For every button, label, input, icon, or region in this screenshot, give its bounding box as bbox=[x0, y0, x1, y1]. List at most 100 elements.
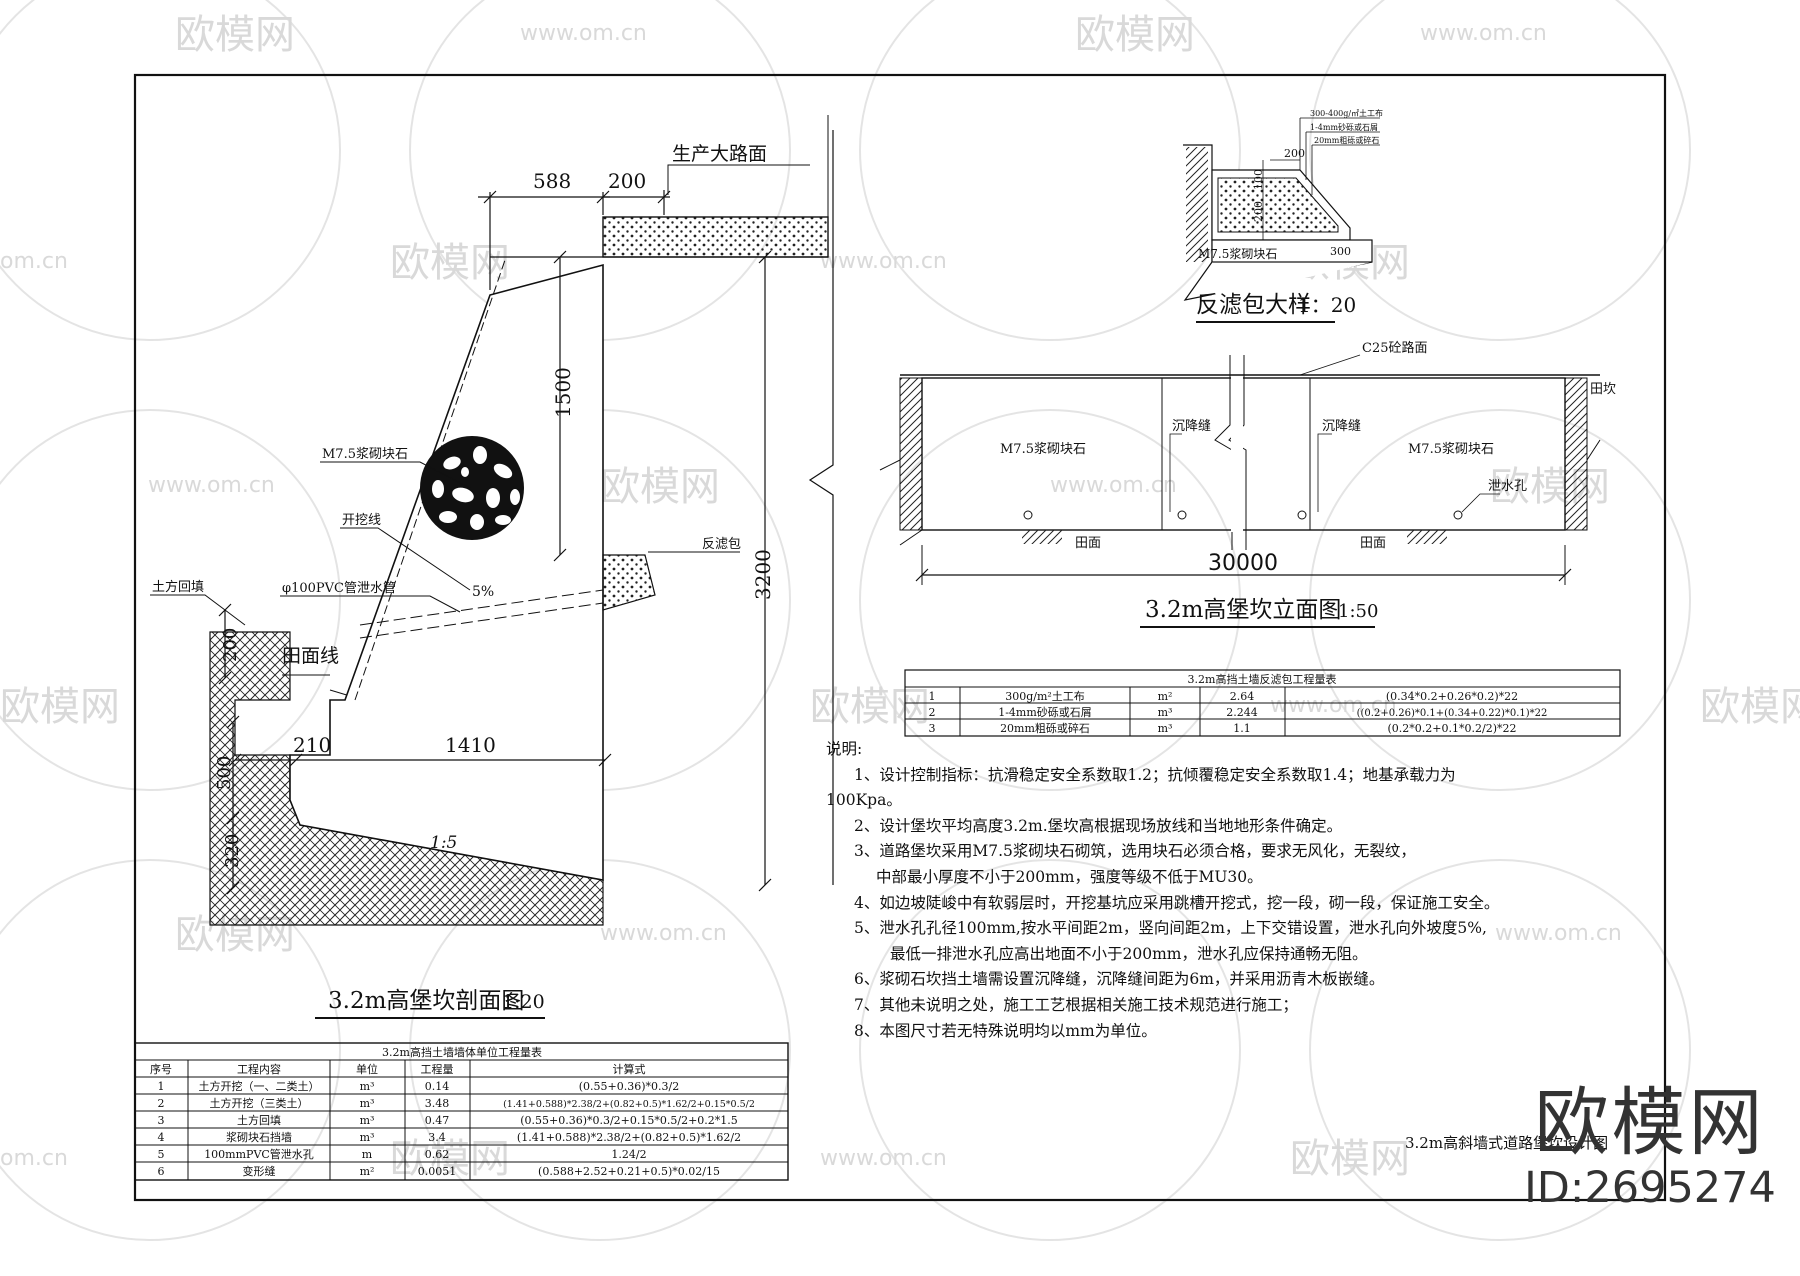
filter-table-cell: 2.64 bbox=[1230, 690, 1255, 703]
dim-3200: 3200 bbox=[751, 549, 775, 600]
label-masonry: M7.5浆砌块石 bbox=[322, 447, 408, 462]
watermark-url: www.om.cn bbox=[820, 249, 947, 274]
quantity-table-cell: m² bbox=[360, 1165, 375, 1178]
design-notes: 说明: 1、设计控制指标：抗滑稳定安全系数取1.2；抗倾覆稳定安全系数取1.4；… bbox=[826, 737, 1500, 1044]
quantity-table-cell: 0.14 bbox=[425, 1080, 450, 1093]
dim-210: 210 bbox=[293, 733, 331, 757]
elev-scale: 1:50 bbox=[1338, 601, 1378, 622]
filter-table-cell: 1-4mm砂砾或石屑 bbox=[998, 706, 1092, 719]
quantity-table-cell: 4 bbox=[158, 1131, 165, 1144]
watermark-brand: 欧模网 bbox=[1075, 12, 1195, 58]
label-slope-ratio: 1:5 bbox=[430, 833, 457, 853]
quantity-table-cell: 3.48 bbox=[425, 1097, 450, 1110]
watermark-brand: 欧模网 bbox=[0, 684, 120, 730]
quantity-table-cell: 100mmPVC管泄水孔 bbox=[204, 1147, 314, 1161]
quantity-table-cell: m³ bbox=[360, 1114, 375, 1127]
filter-table-cell: ((0.2+0.26)*0.1+(0.34+0.22)*0.1)*22 bbox=[1357, 708, 1548, 719]
quantity-table-header: 单位 bbox=[356, 1062, 378, 1076]
quantity-table-cell: 0.47 bbox=[425, 1114, 450, 1127]
watermark-url: www.om.cn bbox=[820, 1146, 947, 1171]
elev-title: 3.2m高堡坎立面图 bbox=[1145, 597, 1341, 623]
watermark-brand: 欧模网 bbox=[390, 240, 510, 286]
filter-table-rows: 1 300g/m²土工布 m² 2.64 (0.34*0.2+0.26*0.2)… bbox=[929, 690, 1548, 735]
dim-320: 320 bbox=[222, 834, 243, 868]
logo-id: ID:2695274 bbox=[1524, 1163, 1776, 1213]
drawing-title: 3.2m高斜墙式道路堡坎设计图 bbox=[1405, 1134, 1608, 1152]
logo-name: 欧模网 bbox=[1534, 1080, 1766, 1166]
dim-588: 588 bbox=[533, 169, 571, 193]
watermark-brand: 欧模网 bbox=[810, 684, 930, 730]
label-road: 生产大路面 bbox=[672, 143, 767, 165]
label-filter: 反滤包 bbox=[702, 537, 741, 552]
filter-dim-top: 200 bbox=[1284, 147, 1305, 160]
elev-joint-left: 沉降缝 bbox=[1172, 419, 1211, 434]
watermark-brand: 欧模网 bbox=[600, 464, 720, 510]
elev-masonry-left: M7.5浆砌块石 bbox=[1000, 442, 1086, 457]
quantity-table-cell: 5 bbox=[158, 1148, 165, 1161]
note-line: 最低一排泄水孔应高出地面不小于200mm，泄水孔应保持通畅无阻。 bbox=[890, 944, 1368, 963]
watermark-brand: 欧模网 bbox=[1290, 1136, 1410, 1182]
watermark-url: www.om.cn bbox=[1495, 921, 1622, 946]
watermark-brand: 欧模网 bbox=[1700, 684, 1800, 730]
elev-drain: 泄水孔 bbox=[1488, 479, 1527, 494]
label-field-line: 田面线 bbox=[282, 645, 339, 667]
filter-table-cell: 2.244 bbox=[1226, 706, 1258, 719]
quantity-table-header: 工程量 bbox=[421, 1063, 454, 1076]
section-view: 588 200 1500 3200 200 210 1410 500 320 生… bbox=[150, 115, 834, 1019]
filter-table-title: 3.2m高挡土墙反滤包工程量表 bbox=[1188, 672, 1337, 686]
retaining-wall bbox=[289, 263, 604, 881]
watermark-layer: 欧模网 欧模网 欧模网 欧模网 欧模网 欧模网 欧模网 欧模网 欧模网 欧模网 … bbox=[0, 0, 1800, 1241]
quantity-table-cell: (0.588+2.52+0.21+0.5)*0.02/15 bbox=[538, 1165, 720, 1178]
filter-bag bbox=[602, 554, 656, 611]
note-line: 3、道路堡坎采用M7.5浆砌块石砌筑，选用块石必须合格，要求无风化，无裂纹， bbox=[854, 842, 1416, 861]
note-line: 1、设计控制指标：抗滑稳定安全系数取1.2；抗倾覆稳定安全系数取1.4；地基承载… bbox=[854, 765, 1456, 784]
filter-table-cell: 1 bbox=[929, 690, 936, 703]
elev-road: C25砼路面 bbox=[1362, 340, 1428, 356]
quantity-table-cell: m³ bbox=[360, 1097, 375, 1110]
road-slab bbox=[602, 216, 829, 258]
elev-field-edge: 田坎 bbox=[1590, 382, 1616, 397]
quantity-table-cell: m³ bbox=[360, 1131, 375, 1144]
quantity-table-cell: (1.41+0.588)*2.38/2+(0.82+0.5)*1.62/2+0.… bbox=[503, 1099, 755, 1110]
quantity-table-rows: 1 土方开挖（一、二类土） m³ 0.14 (0.55+0.36)*0.3/2 … bbox=[158, 1079, 755, 1178]
dim-200-top: 200 bbox=[608, 169, 646, 193]
filter-dim-200: 200 bbox=[1252, 201, 1265, 222]
elev-masonry-right: M7.5浆砌块石 bbox=[1408, 442, 1494, 457]
watermark-url: www.om.cn bbox=[148, 473, 275, 498]
filter-title: 反滤包大样 bbox=[1196, 292, 1311, 318]
leader-lines bbox=[150, 164, 810, 676]
brand-logo: 欧模网 ID:2695274 bbox=[1500, 1082, 1800, 1212]
label-pipe: φ100PVC管泄水管 bbox=[282, 581, 396, 596]
quantity-table-cell: 土方回填 bbox=[237, 1113, 281, 1127]
filter-table-cell: 2 bbox=[929, 706, 936, 719]
quantity-table-cell: 3 bbox=[158, 1114, 165, 1127]
filter-table-cell: (0.34*0.2+0.26*0.2)*22 bbox=[1386, 690, 1518, 703]
quantity-table-cell: 1 bbox=[158, 1080, 165, 1093]
elev-ground-right: 田面 bbox=[1360, 536, 1386, 551]
filter-detail: 300-400g/㎡土工布 1-4mm砂砾或石屑 20mm粗砾或碎石 200 1… bbox=[1183, 108, 1383, 323]
elev-ground-left: 田面 bbox=[1075, 536, 1101, 551]
dim-200-left: 200 bbox=[220, 628, 241, 662]
filter-table: 3.2m高挡土墙反滤包工程量表 1 300g/m²土工布 m² 2.64 (0.… bbox=[904, 669, 1621, 737]
watermark-url: om.cn bbox=[0, 249, 68, 274]
watermark-url: om.cn bbox=[0, 1146, 68, 1171]
quantity-table-header: 计算式 bbox=[613, 1062, 646, 1076]
watermark-url: www.om.cn bbox=[1270, 693, 1397, 718]
quantity-table-header: 序号 bbox=[150, 1062, 172, 1076]
watermark-brand: 欧模网 bbox=[390, 1136, 510, 1182]
watermark-url: www.om.cn bbox=[1420, 21, 1547, 46]
dim-1500: 1500 bbox=[551, 367, 575, 418]
section-scale: 1:20 bbox=[502, 991, 545, 1013]
quantity-table-title: 3.2m高挡土墙墙体单位工程量表 bbox=[382, 1045, 542, 1059]
quantity-table-cell: 土方开挖（一、二类土） bbox=[199, 1079, 320, 1093]
filter-layer-3: 20mm粗砾或碎石 bbox=[1314, 135, 1379, 145]
filter-table-cell: m³ bbox=[1158, 722, 1173, 735]
filter-table-cell: 3 bbox=[929, 722, 936, 735]
note-line: 8、本图尺寸若无特殊说明均以mm为单位。 bbox=[854, 1021, 1157, 1040]
dim-500: 500 bbox=[214, 756, 235, 790]
watermark-url: www.om.cn bbox=[520, 21, 647, 46]
note-line: 4、如边坡陡峻中有软弱层时，开挖基坑应采用跳槽开挖式，挖一段，砌一段，保证施工安… bbox=[854, 893, 1500, 912]
filter-table-cell: 300g/m²土工布 bbox=[1005, 690, 1085, 703]
filter-table-cell: m² bbox=[1158, 690, 1173, 703]
